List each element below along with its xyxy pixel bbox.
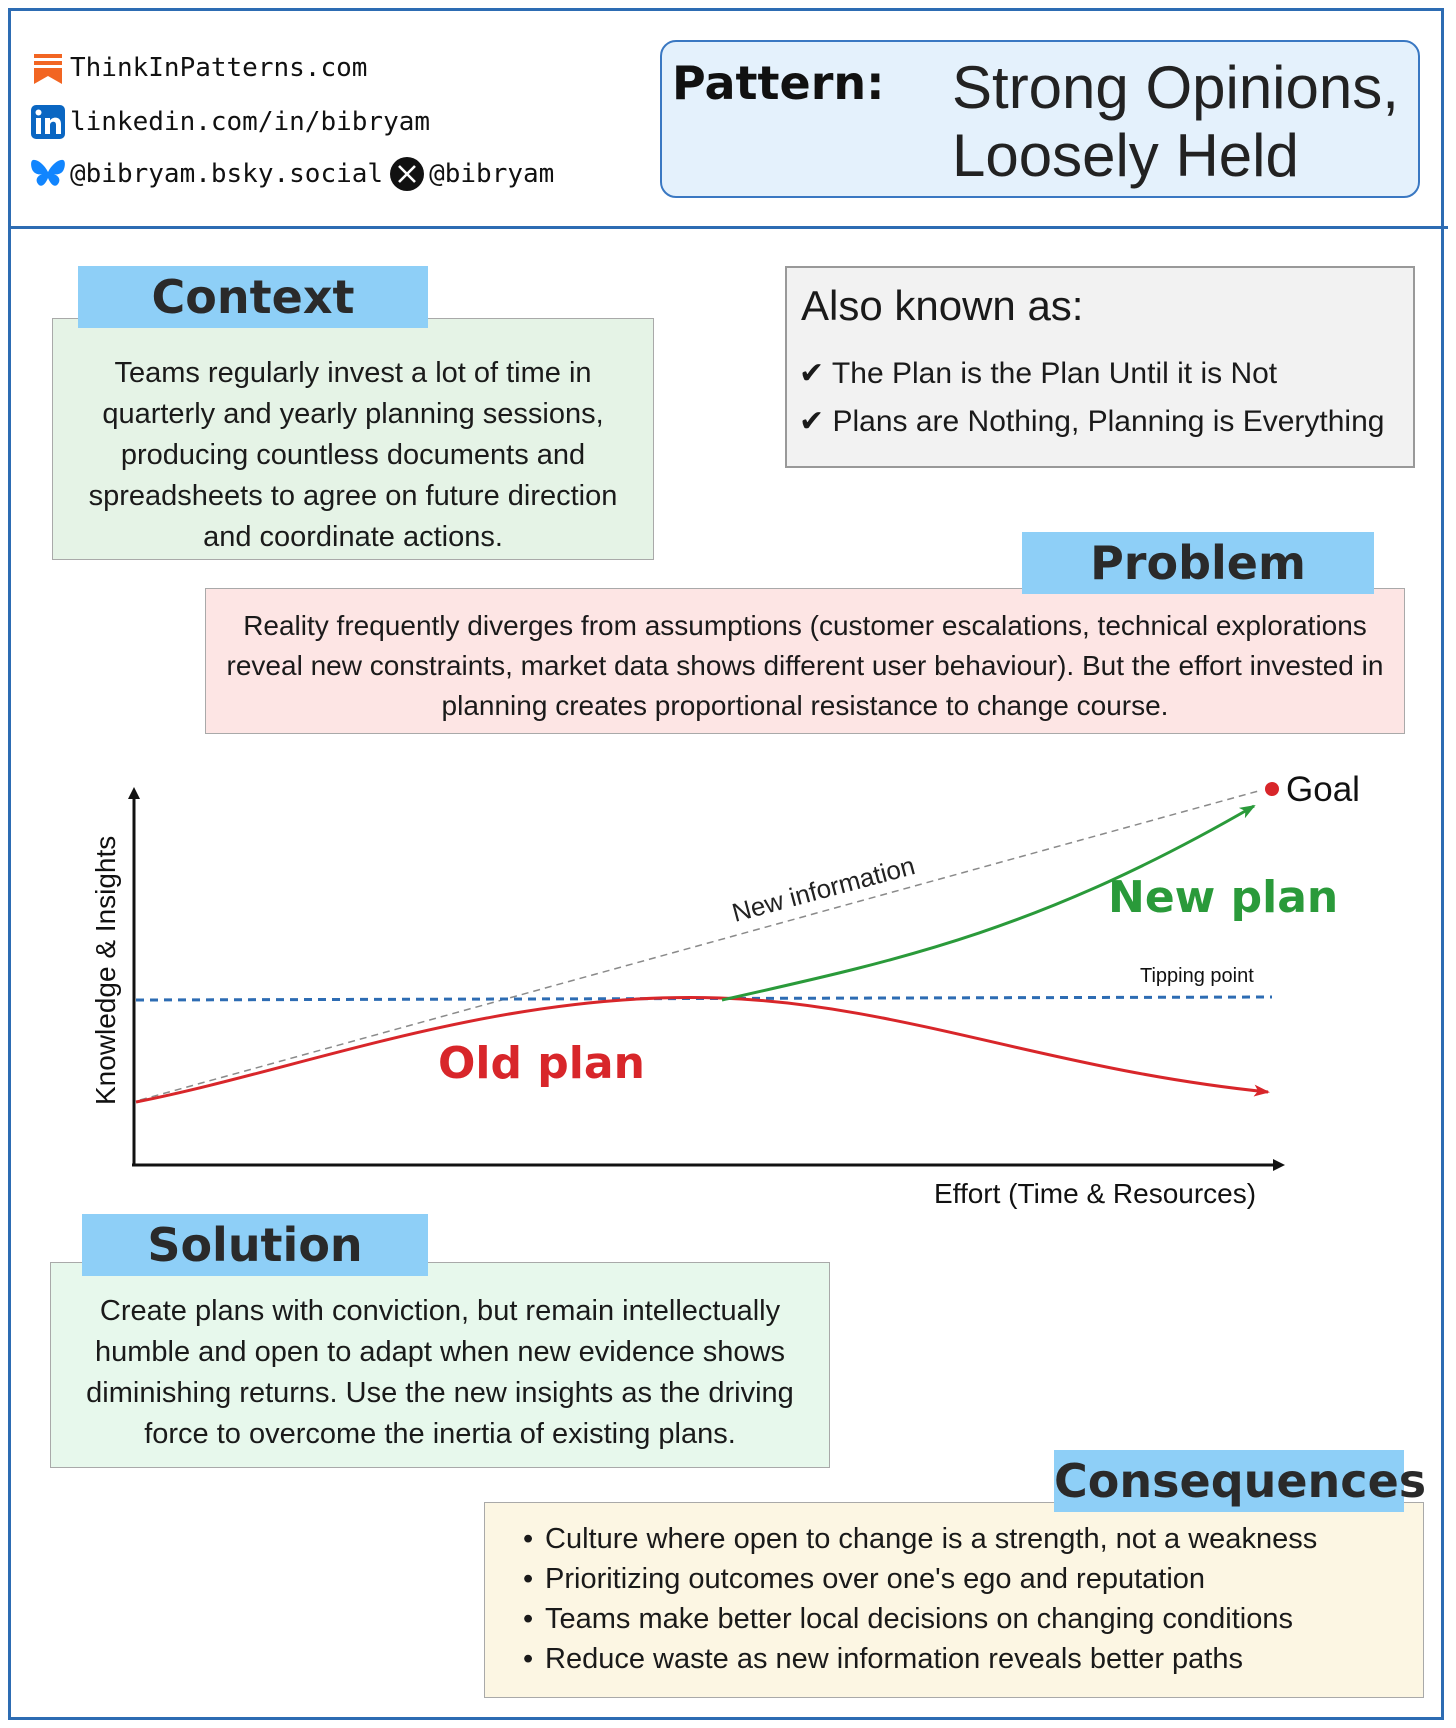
solution-box: Create plans with conviction, but remain…	[50, 1262, 830, 1468]
new-plan-curve	[721, 804, 1256, 1002]
linkedin-url: linkedin.com/in/bibryam	[70, 107, 431, 137]
also-known-as-title: Also known as:	[801, 282, 1084, 329]
context-text: Teams regularly invest a lot of time in …	[88, 357, 618, 553]
consequence-item: Reduce waste as new information reveals …	[523, 1639, 1423, 1679]
consequences-box: Culture where open to change is a streng…	[484, 1502, 1424, 1698]
old-plan-label: Old plan	[438, 1038, 645, 1089]
consequence-item: Teams make better local decisions on cha…	[523, 1599, 1423, 1639]
also-known-as-item: ✔ Plans are Nothing, Planning is Everyth…	[799, 405, 1385, 438]
goal-dot	[1265, 782, 1279, 796]
consequence-item: Culture where open to change is a streng…	[523, 1519, 1423, 1559]
new-plan-label: New plan	[1108, 872, 1338, 923]
site-url: ThinkInPatterns.com	[70, 53, 368, 83]
new-information-line	[139, 789, 1263, 1101]
tipping-point-line	[135, 995, 1273, 1002]
solution-text: Create plans with conviction, but remain…	[86, 1295, 794, 1450]
x-logo-icon	[389, 156, 425, 192]
also-known-as-item: ✔ The Plan is the Plan Until it is Not	[799, 357, 1278, 390]
header-divider	[8, 226, 1448, 229]
linkedin-link[interactable]: linkedin.com/in/bibryam	[30, 104, 430, 140]
x-handle[interactable]: @bibryam	[429, 159, 555, 189]
pattern-title: Strong Opinions, Loosely Held	[952, 54, 1399, 190]
context-tag: Context	[78, 266, 428, 328]
substack-icon	[30, 50, 66, 86]
pattern-title-line2: Loosely Held	[952, 122, 1299, 189]
context-box: Teams regularly invest a lot of time in …	[52, 318, 654, 560]
page-frame	[8, 8, 1444, 1720]
bluesky-handle[interactable]: @bibryam.bsky.social	[70, 159, 384, 189]
pattern-label: Pattern:	[672, 56, 885, 110]
linkedin-icon	[30, 104, 66, 140]
y-axis-label: Knowledge & Insights	[90, 836, 121, 1105]
problem-box: Reality frequently diverges from assumpt…	[205, 588, 1405, 734]
social-handles: @bibryam.bsky.social @bibryam	[30, 156, 554, 192]
problem-tag: Problem	[1022, 532, 1374, 594]
tipping-point-label: Tipping point	[1140, 965, 1254, 987]
goal-label: Goal	[1286, 770, 1360, 809]
problem-text: Reality frequently diverges from assumpt…	[226, 610, 1384, 721]
bluesky-butterfly-icon	[30, 156, 66, 192]
pattern-title-line1: Strong Opinions,	[952, 54, 1399, 121]
site-link[interactable]: ThinkInPatterns.com	[30, 50, 367, 86]
new-information-label: New information	[729, 850, 918, 928]
consequence-item: Prioritizing outcomes over one's ego and…	[523, 1559, 1423, 1599]
pattern-title-box: Pattern: Strong Opinions, Loosely Held	[660, 40, 1420, 198]
solution-tag: Solution	[82, 1214, 428, 1276]
also-known-as-box: Also known as: ✔ The Plan is the Plan Un…	[785, 266, 1415, 468]
x-axis-label: Effort (Time & Resources)	[934, 1178, 1256, 1209]
old-plan-curve	[135, 995, 1270, 1104]
consequences-tag: Consequences	[1054, 1450, 1426, 1512]
plan-diagram: Goal New information Tipping point Old p…	[90, 770, 1360, 1209]
